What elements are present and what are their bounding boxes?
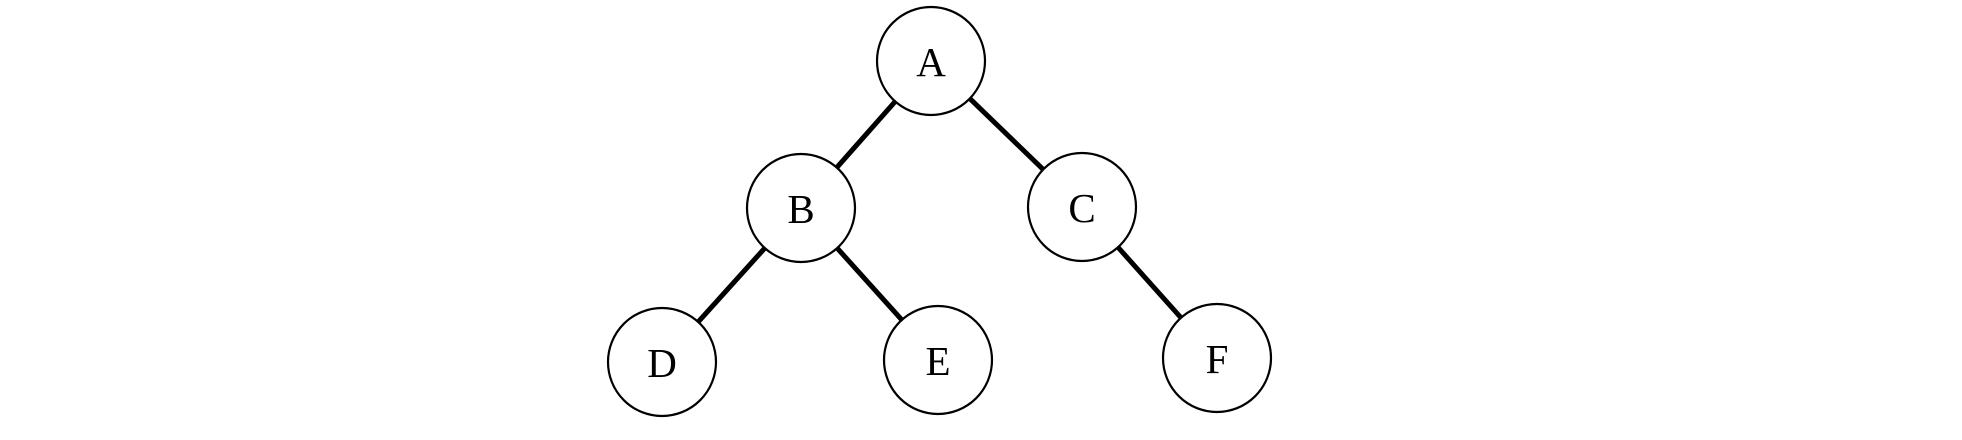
tree-node-b[interactable]: B (745, 152, 857, 264)
tree-node-circle-e[interactable] (882, 304, 994, 416)
tree-node-circle-b[interactable] (745, 152, 857, 264)
tree-edge-b-d (696, 246, 767, 324)
tree-edge-a-b (834, 99, 898, 170)
tree-node-circle-d[interactable] (606, 306, 718, 418)
tree-node-c[interactable]: C (1026, 151, 1138, 263)
tree-node-label-d: D (647, 340, 677, 386)
tree-node-circle-c[interactable] (1026, 151, 1138, 263)
tree-edge-c-f (1116, 245, 1183, 320)
tree-node-d[interactable]: D (606, 306, 718, 418)
tree-node-label-f: F (1206, 336, 1229, 382)
tree-node-label-a: A (916, 39, 946, 85)
tree-node-f[interactable]: F (1161, 302, 1273, 414)
tree-node-circle-a[interactable] (875, 5, 987, 117)
node-layer: A B C D E F (606, 5, 1273, 418)
tree-edge-b-e (835, 246, 904, 322)
tree-edge-a-c (968, 96, 1045, 172)
tree-node-label-e: E (925, 338, 950, 384)
edge-layer (696, 96, 1183, 324)
tree-node-label-b: B (787, 186, 814, 232)
tree-node-circle-f[interactable] (1161, 302, 1273, 414)
tree-node-e[interactable]: E (882, 304, 994, 416)
tree-node-label-c: C (1068, 185, 1095, 231)
tree-node-a[interactable]: A (875, 5, 987, 117)
